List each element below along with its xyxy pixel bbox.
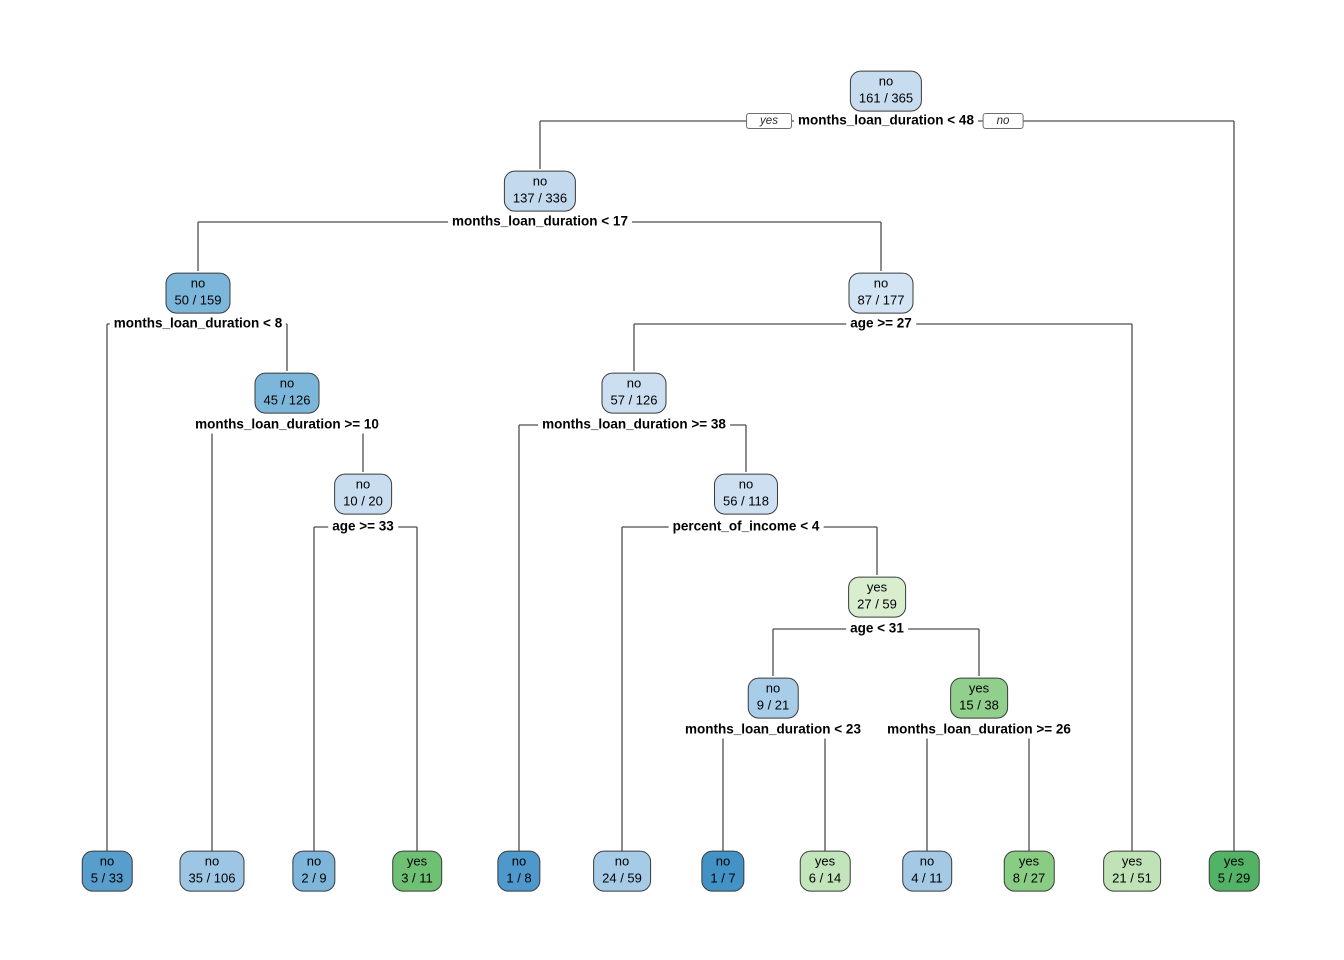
node-count: 21 / 51 (1112, 870, 1152, 886)
node-class-label: no (99, 853, 115, 869)
node-class-label: no (511, 853, 527, 869)
split-label: age >= 33 (328, 518, 398, 536)
node-class-label: no (919, 853, 935, 869)
node-class-label: no (873, 275, 889, 291)
node-count: 137 / 336 (512, 190, 568, 206)
node-class-label: no (614, 853, 630, 869)
node-class-label: no (532, 173, 548, 189)
node-class-label: no (626, 375, 642, 391)
node-count: 6 / 14 (808, 870, 842, 886)
node-class-label: yes (968, 680, 990, 696)
node-count: 9 / 21 (756, 697, 790, 713)
branch-label-yes: yes (746, 113, 792, 129)
node-count: 1 / 8 (506, 870, 532, 886)
split-label: months_loan_duration >= 26 (883, 721, 1075, 739)
node-class-label: yes (1223, 853, 1245, 869)
node-count: 8 / 27 (1012, 870, 1046, 886)
node-count: 56 / 118 (722, 493, 770, 509)
node-count: 161 / 365 (858, 90, 914, 106)
node-count: 24 / 59 (602, 870, 642, 886)
node-count: 1 / 7 (710, 870, 736, 886)
node-count: 2 / 9 (301, 870, 327, 886)
split-label: months_loan_duration < 23 (681, 721, 865, 739)
node-class-label: no (204, 853, 220, 869)
split-label: months_loan_duration >= 38 (538, 416, 730, 434)
split-label: percent_of_income < 4 (668, 518, 824, 536)
split-label: months_loan_duration < 8 (109, 315, 287, 333)
node-count: 4 / 11 (911, 870, 943, 886)
split-label: months_loan_duration < 48 (794, 112, 978, 130)
node-count: 57 / 126 (610, 392, 658, 408)
node-class-label: no (306, 853, 322, 869)
node-count: 15 / 38 (959, 697, 999, 713)
node-count: 45 / 126 (263, 392, 311, 408)
node-count: 35 / 106 (188, 870, 236, 886)
node-count: 87 / 177 (857, 292, 905, 308)
node-class-label: yes (1121, 853, 1143, 869)
node-count: 50 / 159 (174, 292, 222, 308)
node-class-label: no (765, 680, 781, 696)
split-label: age >= 27 (846, 315, 916, 333)
node-class-label: yes (814, 853, 836, 869)
node-count: 5 / 29 (1217, 870, 1251, 886)
node-count: 27 / 59 (857, 596, 897, 612)
node-count: 5 / 33 (90, 870, 124, 886)
node-count: 10 / 20 (343, 493, 383, 509)
node-class-label: yes (866, 579, 888, 595)
node-class-label: no (279, 375, 295, 391)
node-class-label: no (738, 476, 754, 492)
split-label: months_loan_duration >= 10 (191, 416, 383, 434)
node-class-label: no (878, 73, 894, 89)
node-class-label: no (715, 853, 731, 869)
node-class-label: yes (406, 853, 428, 869)
split-label: months_loan_duration < 17 (448, 213, 632, 231)
node-class-label: no (355, 476, 371, 492)
node-count: 3 / 11 (401, 870, 433, 886)
branch-label-no: no (982, 113, 1024, 129)
node-class-label: yes (1018, 853, 1040, 869)
split-label: age < 31 (846, 620, 908, 638)
node-class-label: no (190, 275, 206, 291)
